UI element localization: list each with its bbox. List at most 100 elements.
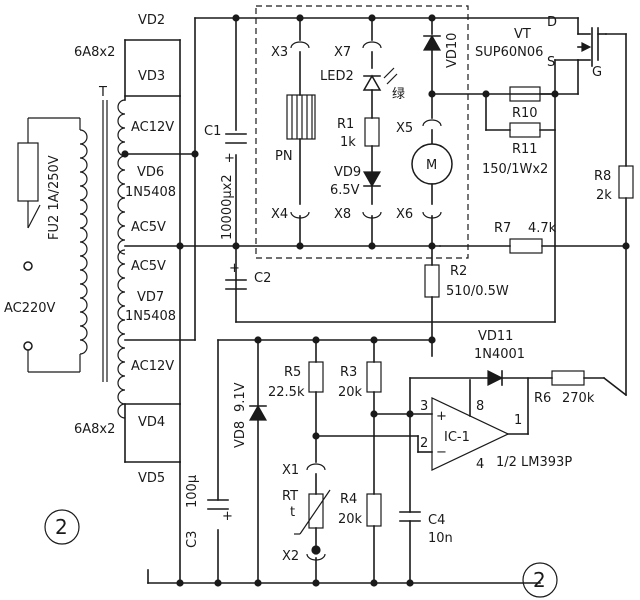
diode-pack-bottom-label: 6A8x2 [74, 422, 115, 437]
r8-value-label: 2k [596, 188, 612, 203]
pin-d-label: D [547, 15, 557, 30]
r7-label: R7 [494, 221, 511, 236]
ic1-part-label: 1/2 LM393P [496, 455, 572, 470]
pin3-label: 3 [420, 399, 428, 414]
mains-input: FU2 1A/250V AC220V [4, 117, 81, 373]
r11-value-label: 150/1Wx2 [482, 162, 548, 177]
vd2-label: VD2 [138, 13, 165, 28]
feedback: VD11 1N4001 R6 270k [409, 329, 628, 415]
c4-value-label: 10n [428, 531, 453, 546]
c3-label: C3 [185, 531, 200, 548]
vd6-part-label: 1N5408 [125, 185, 176, 200]
pin2-label: 2 [420, 436, 428, 451]
x1-label: X1 [282, 463, 299, 478]
supply-rails [147, 17, 579, 584]
c2-plus-label: + [229, 261, 240, 276]
marker-left-label: 2 [55, 515, 68, 539]
control-supply: R2 510/0.5W [217, 245, 509, 584]
r1-value-label: 1k [340, 135, 356, 150]
r5-label: R5 [284, 365, 301, 380]
regulator: + C3 100μ VD8 9.1V [185, 339, 268, 584]
heater-assembly: X3 PN X4 X7 LED2 绿 R1 1k VD9 6.5V [255, 5, 579, 259]
ac5v-top-label: AC5V [131, 220, 166, 235]
ic-minus-label: − [436, 445, 447, 460]
comparator: IC-1 1/2 LM393P 3 2 8 4 1 + − [417, 377, 572, 472]
ac5v-bottom-label: AC5V [131, 259, 166, 274]
marker-bottom-circle [522, 562, 558, 598]
vd11-symbol [487, 370, 504, 386]
primary-winding [79, 129, 88, 360]
led2-label: LED2 [320, 69, 354, 84]
r5-resistor [308, 361, 324, 393]
vt-label: VT [514, 27, 531, 42]
switch-stage: VT SUP60N06 D S G R10 R11 150/1Wx2 R8 2k… [439, 15, 634, 396]
page-markers: 2 2 [44, 509, 558, 598]
r2-resistor [424, 264, 440, 298]
r8-resistor [618, 165, 634, 199]
r1-label: R1 [337, 117, 354, 132]
pin1-label: 1 [514, 413, 522, 428]
r10-label: R10 [512, 106, 538, 121]
c3-value-label: 100μ [185, 475, 200, 508]
c1-label: C1 [204, 124, 221, 139]
c1-plus-label: + [224, 151, 235, 166]
pin-g-label: G [592, 65, 602, 80]
vd10-label: VD10 [445, 33, 460, 68]
x7-label: X7 [334, 45, 351, 60]
x6-label: X6 [396, 207, 413, 222]
filter-capacitors: C1 10000μx2 + C2 + [204, 124, 271, 290]
ac12v-top-label: AC12V [131, 120, 174, 135]
transformer: T AC12V VD6 1N5408 AC5V AC5V VD7 1N5408 … [79, 85, 176, 419]
x2-label: X2 [282, 549, 299, 564]
r11-label: R11 [512, 142, 538, 157]
vd7-label: VD7 [137, 290, 164, 305]
vd6-label: VD6 [137, 165, 164, 180]
vd7-part-label: 1N5408 [125, 309, 176, 324]
led2-symbol [362, 74, 382, 91]
vd8-label: VD8 [233, 421, 248, 448]
r11-resistor [509, 122, 541, 138]
r8-label: R8 [594, 169, 611, 184]
marker-bottom-label: 2 [533, 568, 546, 592]
r1-resistor [364, 117, 380, 147]
ac12v-bottom-label: AC12V [131, 359, 174, 374]
led-color-label: 绿 [392, 87, 405, 102]
diode-pack-top-label: 6A8x2 [74, 45, 115, 60]
secondary-winding-upper [117, 99, 126, 255]
rt-t-label: t [290, 505, 295, 520]
r4-value-label: 20k [338, 512, 363, 527]
vd11-part-label: 1N4001 [474, 347, 525, 362]
r3-resistor [366, 361, 382, 393]
sensor-divider: R5 22.5k X1 RT t X2 R3 20k R4 20k C4 10n [268, 339, 453, 584]
pin-s-label: S [547, 55, 555, 70]
rectifier-diodes: 6A8x2 VD2 VD3 6A8x2 VD4 VD5 [74, 13, 441, 584]
vd8-value-label: 9.1V [233, 382, 248, 412]
x4-label: X4 [271, 207, 288, 222]
fuse-symbol [17, 142, 39, 202]
r6-value-label: 270k [562, 391, 595, 406]
r5-value-label: 22.5k [268, 385, 305, 400]
vd10-symbol [422, 34, 442, 51]
vd5-label: VD5 [138, 471, 165, 486]
junctions [121, 14, 630, 587]
c4-label: C4 [428, 513, 445, 528]
vd9-symbol [362, 171, 382, 188]
secondary-winding-lower [117, 249, 126, 419]
vd11-label: VD11 [478, 329, 513, 344]
r6-resistor [551, 370, 585, 386]
c1-value-label: 10000μx2 [220, 174, 235, 240]
marker-left-circle [44, 509, 80, 545]
mains-label: AC220V [4, 301, 56, 316]
r6-label: R6 [534, 391, 551, 406]
x5-label: X5 [396, 121, 413, 136]
fuse-label: FU2 1A/250V [47, 155, 62, 240]
c2-label: C2 [254, 271, 271, 286]
dashed-module-outline [255, 5, 469, 259]
pn-label: PN [275, 149, 293, 164]
r4-label: R4 [340, 492, 357, 507]
ic-plus-label: + [436, 409, 447, 424]
r3-label: R3 [340, 365, 357, 380]
vd9-label: VD9 [334, 165, 361, 180]
